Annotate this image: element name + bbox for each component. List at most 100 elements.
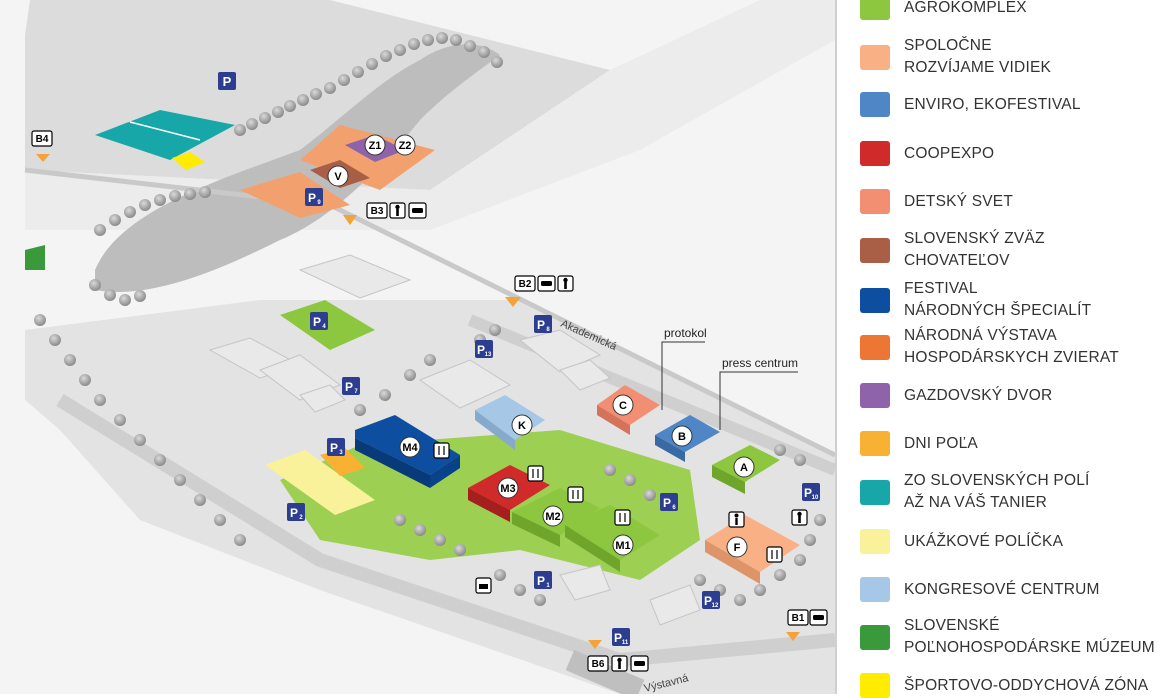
legend-label-line: NÁRODNÝCH ŠPECIALÍT	[904, 302, 1092, 319]
parking-10[interactable]: P 10	[802, 483, 820, 501]
svg-text:9: 9	[317, 200, 321, 206]
legend-label: ŠPORTOVO-ODDYCHOVÁ ZÓNA	[904, 675, 1148, 697]
area-narodna-vystava-1	[240, 172, 350, 218]
north-meadow	[25, 0, 835, 230]
parking-8[interactable]: P 8	[534, 315, 552, 333]
svg-text:12: 12	[712, 603, 719, 609]
pavilion-label-m4: M4	[402, 442, 418, 454]
pavilion-label-v: V	[334, 171, 342, 183]
legend-swatch	[860, 287, 890, 313]
legend-label: COOPEXPO	[904, 143, 994, 165]
legend-swatch	[860, 92, 890, 117]
parking-3[interactable]: P 3	[327, 438, 345, 456]
legend-item: FESTIVAL NÁRODNÝCH ŠPECIALÍT	[860, 278, 1091, 322]
legend-swatch	[860, 624, 890, 650]
legend-item: ŠPORTOVO-ODDYCHOVÁ ZÓNA	[860, 673, 1148, 698]
parking-6[interactable]: P 6	[660, 493, 678, 511]
pavilion-label-m3: M3	[500, 483, 515, 495]
pavilion-label-k: K	[518, 420, 526, 432]
legend-swatch	[860, 431, 890, 456]
legend-label-line: POĽNOHOSPODÁRSKE MÚZEUM	[904, 639, 1155, 656]
pavilion-label-m2: M2	[545, 511, 560, 523]
parking-4[interactable]: P 4	[310, 312, 328, 330]
legend-label-line: FESTIVAL	[904, 280, 978, 297]
legend-swatch	[860, 479, 890, 505]
lake	[95, 44, 500, 292]
legend-swatch	[860, 577, 890, 602]
parking-2[interactable]: P 2	[287, 503, 305, 521]
road-vystavna	[56, 394, 835, 668]
svg-text:P: P	[223, 74, 232, 89]
svg-text:4: 4	[322, 324, 326, 330]
grey-buildings	[208, 254, 701, 626]
svg-text:P: P	[330, 441, 338, 455]
legend-item: GAZDOVSKÝ DVOR	[860, 383, 1052, 408]
hotel-icon	[475, 577, 492, 594]
wc-icon	[611, 655, 628, 672]
parking-7[interactable]: P 7	[342, 377, 360, 395]
svg-text:11: 11	[622, 640, 629, 646]
legend-label: KONGRESOVÉ CENTRUM	[904, 579, 1100, 601]
legend-swatch	[860, 237, 890, 263]
legend-label-line: SLOVENSKÉ	[904, 617, 1000, 634]
svg-text:P: P	[804, 486, 812, 500]
legend-label-line: AŽ NA VÁŠ TANIER	[904, 494, 1048, 511]
annotation-protokol: protokol	[664, 326, 707, 340]
area-muzeum	[25, 245, 45, 270]
svg-text:P: P	[537, 318, 545, 332]
svg-text:6: 6	[672, 505, 676, 511]
road-south	[565, 649, 645, 694]
legend-label: DNI POĽA	[904, 433, 978, 455]
legend-item: UKÁŽKOVÉ POLÍČKA	[860, 529, 1063, 554]
pavilion-label-f: F	[734, 542, 741, 554]
gate-b3[interactable]: B3	[343, 202, 388, 225]
legend-label-line: ŠPORTOVO-ODDYCHOVÁ ZÓNA	[904, 676, 1149, 694]
parking-main[interactable]: P	[218, 72, 236, 90]
parking-12[interactable]: P 12	[702, 591, 720, 609]
exhibition-map[interactable]: Z1 Z2 V M4 K C B A M3 M2 M1 F P P 1	[0, 0, 835, 694]
car-icon	[809, 609, 828, 626]
trees	[34, 32, 826, 606]
svg-text:B1: B1	[792, 613, 805, 624]
svg-text:P: P	[313, 315, 321, 329]
gate-b1[interactable]: B1	[786, 609, 809, 641]
legend-label-line: UKÁŽKOVÉ POLÍČKA	[904, 532, 1064, 550]
svg-text:B4: B4	[36, 134, 49, 145]
gate-b6[interactable]: B6	[587, 640, 609, 672]
parking-1[interactable]: P 1	[534, 571, 552, 589]
legend-label-line: ROZVÍJAME VIDIEK	[904, 59, 1052, 76]
wc-icon	[557, 275, 574, 292]
legend-divider	[835, 0, 837, 694]
legend-label-line: CHOVATEĽOV	[904, 252, 1010, 269]
legend-swatch	[860, 334, 890, 360]
area-ukazkove-policka	[265, 450, 375, 515]
svg-text:P: P	[308, 191, 316, 205]
parking-9[interactable]: P 9	[305, 188, 323, 206]
car-icon	[630, 655, 649, 672]
legend-item: ZO SLOVENSKÝCH POLÍ AŽ NA VÁŠ TANIER	[860, 470, 1090, 514]
parking-11[interactable]: P 11	[612, 628, 630, 646]
gate-b4[interactable]: B4	[31, 130, 53, 162]
svg-text:B6: B6	[592, 659, 605, 670]
svg-text:1: 1	[546, 583, 550, 589]
legend-label: ZO SLOVENSKÝCH POLÍ AŽ NA VÁŠ TANIER	[904, 470, 1090, 514]
legend-label-line: NÁRODNÁ VÝSTAVA	[904, 327, 1057, 344]
svg-text:3: 3	[339, 450, 343, 456]
restaurant-icon	[567, 486, 584, 503]
legend-label-line: DETSKÝ SVET	[904, 192, 1014, 210]
protokol-callout-line	[661, 341, 705, 410]
pavilion-m1[interactable]	[565, 505, 660, 572]
legend-label: GAZDOVSKÝ DVOR	[904, 385, 1052, 407]
legend-item: KONGRESOVÉ CENTRUM	[860, 577, 1100, 602]
legend-label: FESTIVAL NÁRODNÝCH ŠPECIALÍT	[904, 278, 1091, 322]
legend-label-line: ZO SLOVENSKÝCH POLÍ	[904, 472, 1090, 489]
legend-swatch	[860, 189, 890, 214]
parking-13[interactable]: P 13	[475, 340, 493, 358]
svg-text:B3: B3	[371, 206, 384, 217]
gate-b2[interactable]: B2	[505, 275, 536, 307]
